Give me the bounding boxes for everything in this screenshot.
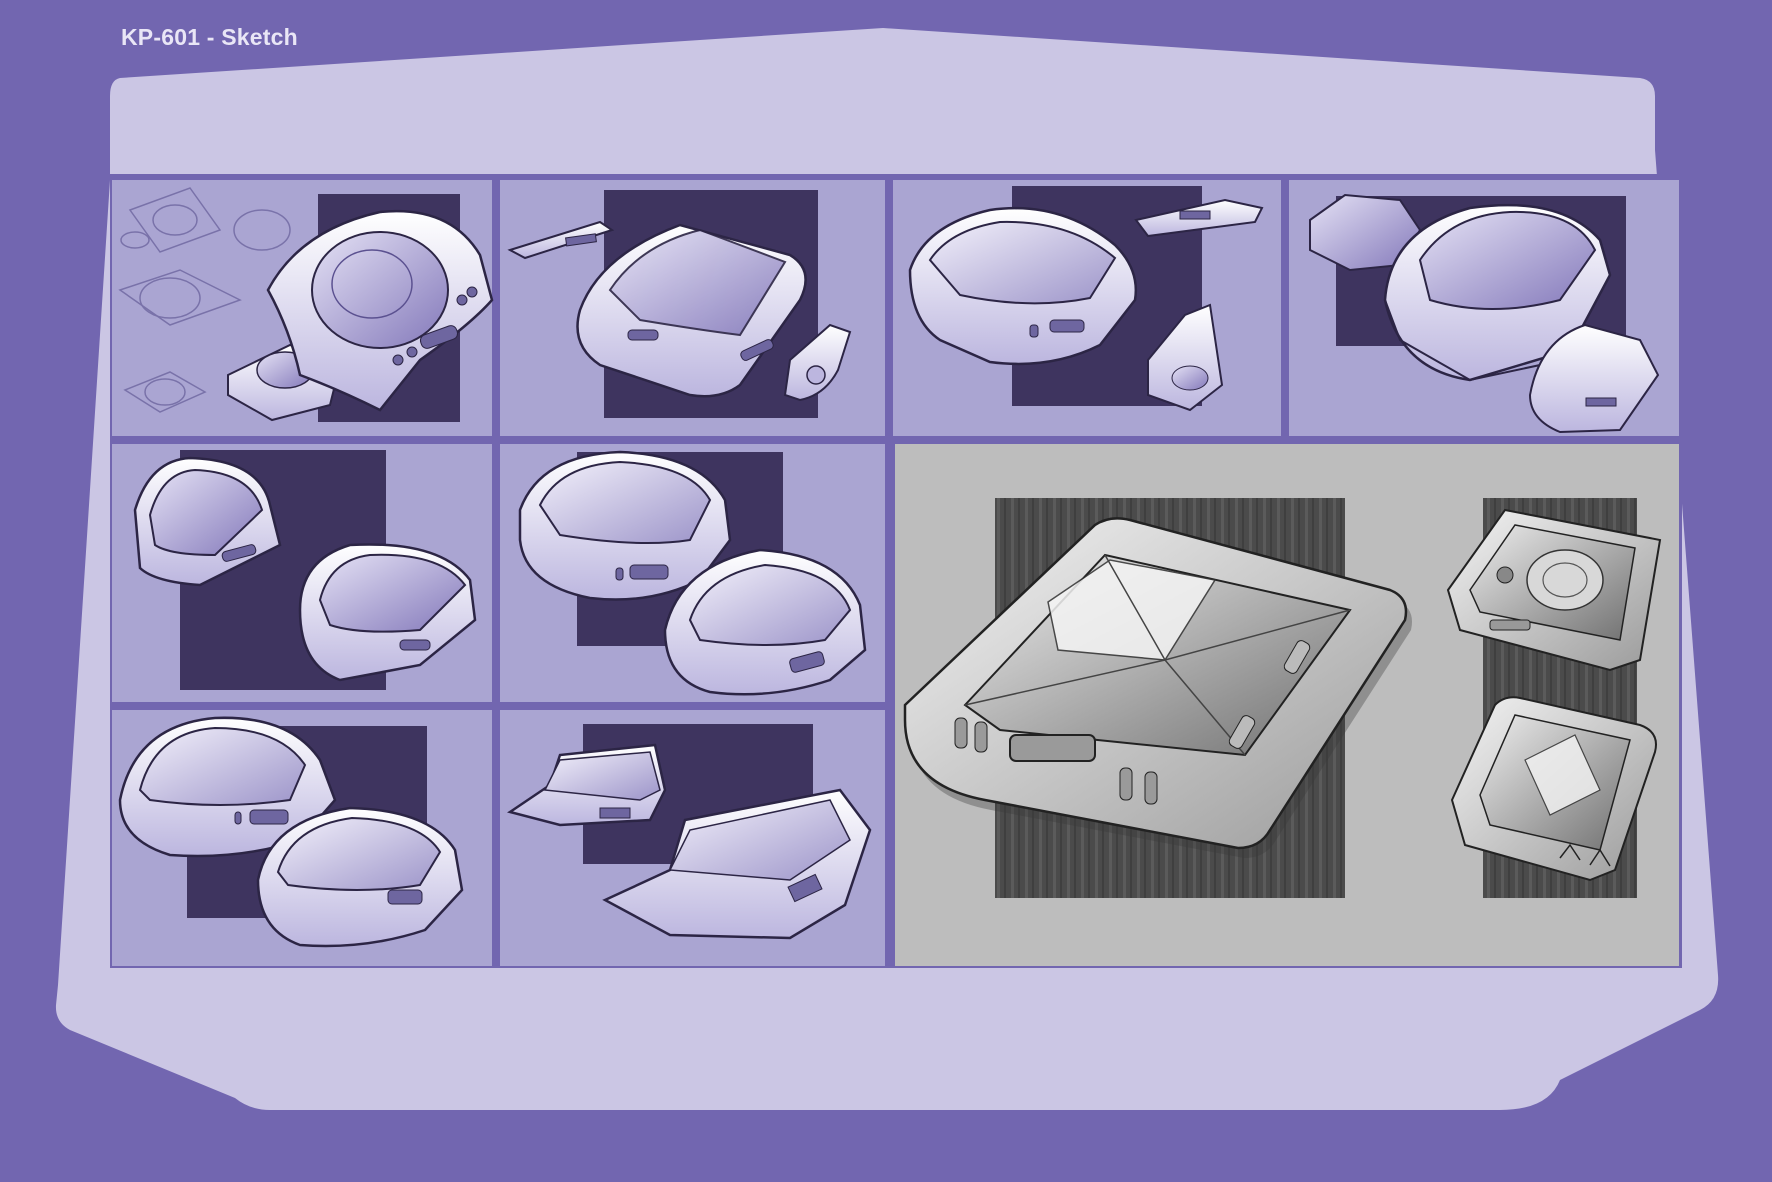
panel-shield-scales [112,444,492,702]
panel-faceted-scale [1289,180,1679,436]
panel-bumper-scales [500,444,885,702]
panel-cushion-scale [893,180,1281,436]
panel-wedge-scales [500,710,885,966]
panel-clear-lid-scale [500,180,885,436]
panel-final-render [895,444,1679,966]
panel-mouse-scales [112,710,492,966]
panel-thumbnail-sketches [112,180,494,436]
page-title: KP-601 - Sketch [121,24,298,50]
